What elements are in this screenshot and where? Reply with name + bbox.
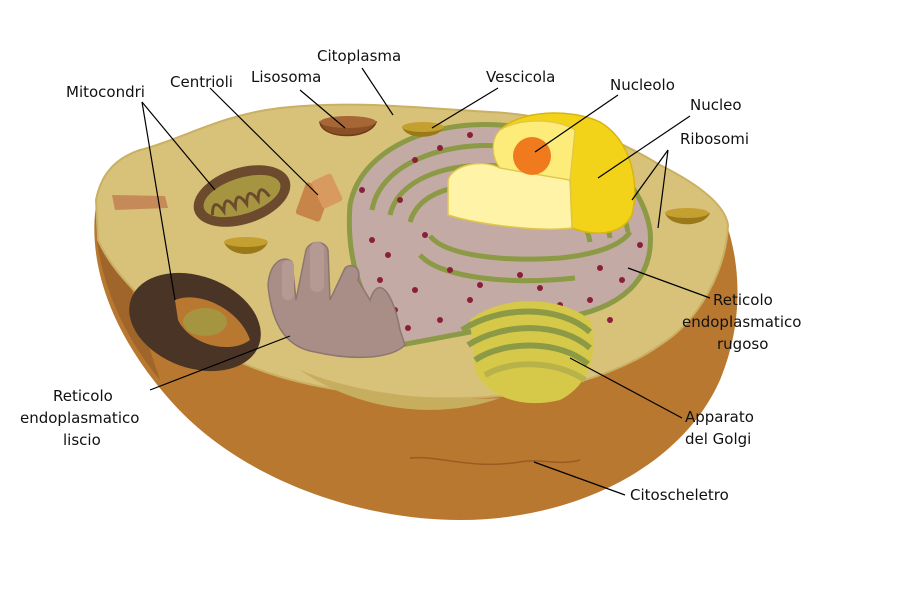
label-ser-1: Reticolo [53,387,113,405]
label-rer-3: rugoso [717,335,768,353]
centrioles [295,173,343,222]
label-citoplasma: Citoplasma [317,47,401,65]
label-nucleolo: Nucleolo [610,76,675,94]
cytoplasm-inner-shadow [300,370,500,410]
labels: Citoplasma Lisosoma Vescicola Mitocondri… [20,47,801,504]
mitochondrion-top [193,165,291,227]
label-citoscheletro: Citoscheletro [630,486,729,504]
label-ser-3: liscio [63,431,101,449]
smooth-endoplasmic-reticulum [267,241,406,359]
cytoskeleton-fiber [409,456,581,466]
label-vescicola: Vescicola [486,68,555,86]
nucleolus [513,137,551,175]
label-centrioli: Centrioli [170,73,233,91]
label-nucleo: Nucleo [690,96,742,114]
vesicle-top [402,122,444,137]
label-ser-2: endoplasmatico [20,409,139,427]
label-golgi-2: del Golgi [685,430,751,448]
vesicle-left [224,237,268,254]
label-ribosomi: Ribosomi [680,130,749,148]
label-golgi-1: Apparato [685,408,754,426]
label-mitocondri: Mitocondri [66,83,145,101]
nucleus [447,112,636,234]
ribosome-dots [359,132,643,333]
small-organelle-left [112,195,168,210]
golgi-apparatus [460,301,594,404]
mitochondrion-bottom [129,272,261,372]
label-rer-1: Reticolo [713,291,773,309]
label-lisosoma: Lisosoma [251,68,321,86]
vesicle-right [665,208,710,225]
leader-lines [141,67,711,496]
label-rer-2: endoplasmatico [682,313,801,331]
